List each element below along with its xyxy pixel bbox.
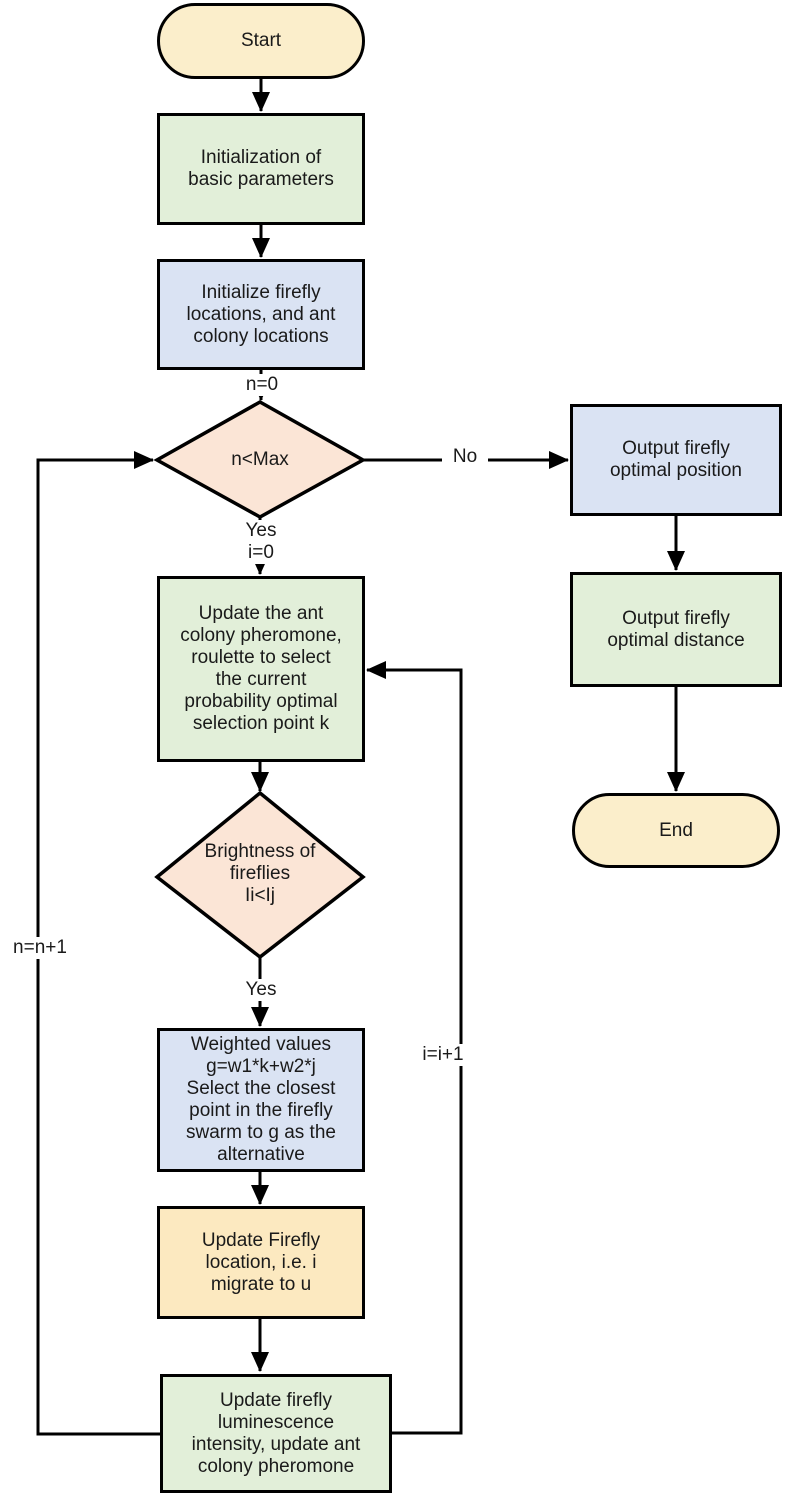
decision-brightness-shape [154, 790, 366, 960]
edge-label-i-increment: i=i+1 [419, 1044, 467, 1066]
node-end-label: End [659, 819, 693, 841]
edge-label-yes-nmax: Yes [238, 520, 284, 542]
decision-nmax-shape [153, 399, 367, 520]
edge-label-no: No [442, 446, 488, 468]
node-update-pheromone: Update the ant colony pheromone, roulett… [157, 576, 365, 762]
node-update-luminescence: Update firefly luminescence intensity, u… [160, 1374, 392, 1493]
node-init-locations: Initialize firefly locations, and ant co… [157, 259, 365, 370]
edge-label-i-zero: i=0 [240, 542, 282, 564]
node-update-firefly-location: Update Firefly location, i.e. i migrate … [157, 1206, 365, 1319]
node-output-distance: Output firefly optimal distance [570, 572, 782, 687]
edge-label-yes-brightness: Yes [238, 979, 284, 1001]
node-end: End [572, 793, 780, 868]
node-start-label: Start [240, 30, 282, 51]
node-init-locations-label: Initialize firefly locations, and ant co… [186, 281, 336, 347]
edge-label-n-zero: n=0 [236, 374, 288, 396]
node-update-luminescence-label: Update firefly luminescence intensity, u… [191, 1389, 361, 1477]
node-output-position: Output firefly optimal position [570, 404, 782, 516]
decision-nmax-label: n<Max [231, 449, 289, 470]
node-start: Start [157, 3, 365, 79]
node-init-params-label: Initialization of basic parameters [188, 147, 334, 190]
node-init-params: Initialization of basic parameters [157, 113, 365, 225]
node-weighted-values: Weighted values g=w1*k+w2*j Select the c… [157, 1028, 365, 1172]
node-weighted-values-label: Weighted values g=w1*k+w2*j Select the c… [186, 1034, 336, 1165]
edge-label-n-increment: n=n+1 [6, 937, 74, 959]
node-update-pheromone-label: Update the ant colony pheromone, roulett… [180, 603, 342, 734]
node-update-firefly-location-label: Update Firefly location, i.e. i migrate … [201, 1229, 321, 1295]
node-output-distance-label: Output firefly optimal distance [607, 607, 745, 651]
decision-brightness-label: Brightness of fireflies Ii<Ij [204, 841, 316, 906]
node-output-position-label: Output firefly optimal position [609, 438, 743, 481]
